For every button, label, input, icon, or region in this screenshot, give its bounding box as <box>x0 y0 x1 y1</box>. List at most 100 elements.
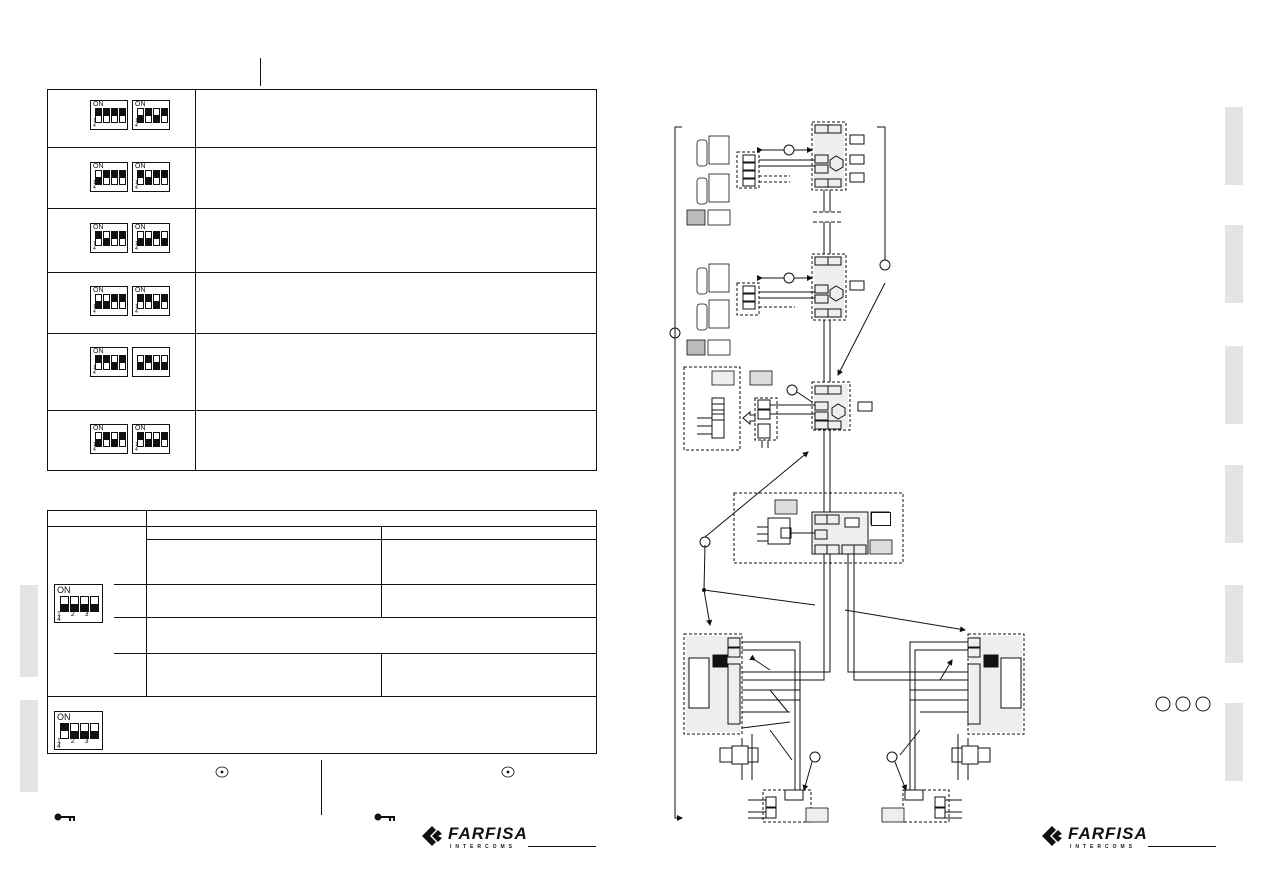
dip-toggle <box>111 432 118 447</box>
dip-toggle <box>103 108 110 123</box>
brand-tagline: INTERCOMS <box>1070 844 1136 850</box>
dip-toggle <box>145 294 152 309</box>
dip-toggle <box>111 294 118 309</box>
side-tab <box>20 585 38 677</box>
dip-on-label: ON <box>93 348 104 355</box>
side-tab <box>1225 465 1243 543</box>
dip-switch: ON1 2 3 4 <box>132 162 170 192</box>
dip-toggle <box>103 294 110 309</box>
dip-toggle <box>95 294 102 309</box>
top-divider-mark <box>260 58 261 86</box>
bottom-column-divider <box>321 760 322 815</box>
dip-toggle <box>90 596 99 612</box>
dip-toggle <box>153 170 160 185</box>
side-tab <box>20 700 38 792</box>
dip-toggle <box>137 108 144 123</box>
dip-toggle <box>137 355 144 370</box>
dip-on-label: ON <box>135 425 146 432</box>
dip-toggle <box>95 355 102 370</box>
table-column-divider <box>195 90 196 470</box>
brand-tagline: INTERCOMS <box>450 844 516 850</box>
dip-toggle <box>137 294 144 309</box>
brand-underline <box>528 846 596 847</box>
brand-name: FARFISA <box>448 824 528 843</box>
dip-toggle <box>95 170 102 185</box>
handset-icon <box>686 135 905 823</box>
dip-mode-table <box>47 510 597 754</box>
dip-switch: ON1 2 3 4 <box>90 424 128 454</box>
side-tab <box>1225 107 1243 185</box>
table-subcolumn-divider <box>381 653 382 696</box>
eye-icon <box>215 766 229 780</box>
dip-toggle <box>119 231 126 246</box>
dip-switch: ON1 2 3 4 <box>90 347 128 377</box>
dip-on-label: ON <box>135 287 146 294</box>
dip-toggle <box>60 596 69 612</box>
dip-toggle <box>95 432 102 447</box>
dip-on-label: ON <box>93 287 104 294</box>
dip-toggle <box>145 108 152 123</box>
dip-on-label: ON <box>135 163 146 170</box>
dip-toggle <box>95 108 102 123</box>
dip-toggle <box>70 596 79 612</box>
side-tab <box>1225 225 1243 303</box>
dip-toggle <box>90 723 99 739</box>
dip-switch-small <box>871 512 891 526</box>
side-tab <box>1225 585 1243 663</box>
table-row-divider <box>48 696 596 697</box>
dip-number-labels: 1 2 3 4 <box>57 611 93 623</box>
dip-toggle <box>161 355 168 370</box>
dip-toggle <box>161 231 168 246</box>
dip-switch-large: ON 1 2 3 4 <box>54 584 103 623</box>
key-icon <box>374 811 396 824</box>
dip-toggle <box>161 170 168 185</box>
dip-switch-large: ON 1 2 3 4 <box>54 711 103 750</box>
dip-on-label: ON <box>93 224 104 231</box>
dip-switch: ON1 2 3 4 <box>90 223 128 253</box>
dip-toggle <box>103 432 110 447</box>
dip-switch: ON1 2 3 4 <box>90 100 128 130</box>
dip-toggle <box>153 432 160 447</box>
dip-on-label: ON <box>93 425 104 432</box>
dip-toggle <box>95 231 102 246</box>
dip-toggle <box>119 355 126 370</box>
table-column-divider <box>146 511 147 696</box>
farfisa-logo: FARFISA INTERCOMS <box>1040 824 1220 852</box>
dip-toggle <box>80 723 89 739</box>
dip-toggle <box>111 231 118 246</box>
dip-toggle <box>145 432 152 447</box>
dip-toggle <box>119 108 126 123</box>
table-row-divider <box>48 333 596 334</box>
table-header-divider <box>48 526 596 527</box>
dip-switch: ON1 2 3 4 <box>132 424 170 454</box>
dip-toggle <box>153 231 160 246</box>
dip-toggle <box>70 723 79 739</box>
dip-toggle <box>111 108 118 123</box>
dip-toggle <box>119 432 126 447</box>
dip-number-labels: 1 2 3 4 <box>57 738 93 750</box>
dip-toggle <box>161 294 168 309</box>
dip-switch: ON1 2 3 4 <box>132 286 170 316</box>
dip-toggle <box>153 108 160 123</box>
dip-toggle <box>161 432 168 447</box>
table-row-divider <box>48 208 596 209</box>
dip-toggle <box>161 108 168 123</box>
dip-toggle <box>153 294 160 309</box>
dip-toggle <box>60 723 69 739</box>
dip-on-label: ON <box>135 224 146 231</box>
dip-toggle <box>137 432 144 447</box>
dip-on-label: ON <box>93 163 104 170</box>
dip-toggle <box>153 355 160 370</box>
dip-on-label: ON <box>93 101 104 108</box>
dip-switch: ON1 2 3 4 <box>90 162 128 192</box>
table-row-divider <box>48 272 596 273</box>
eye-icon <box>501 766 515 780</box>
dip-toggle <box>103 170 110 185</box>
table-subcolumn-divider <box>381 526 382 584</box>
dip-toggle <box>145 231 152 246</box>
dip-toggle <box>80 596 89 612</box>
table-row-divider <box>114 617 596 618</box>
dip-toggle <box>103 231 110 246</box>
table-row-divider <box>48 410 596 411</box>
